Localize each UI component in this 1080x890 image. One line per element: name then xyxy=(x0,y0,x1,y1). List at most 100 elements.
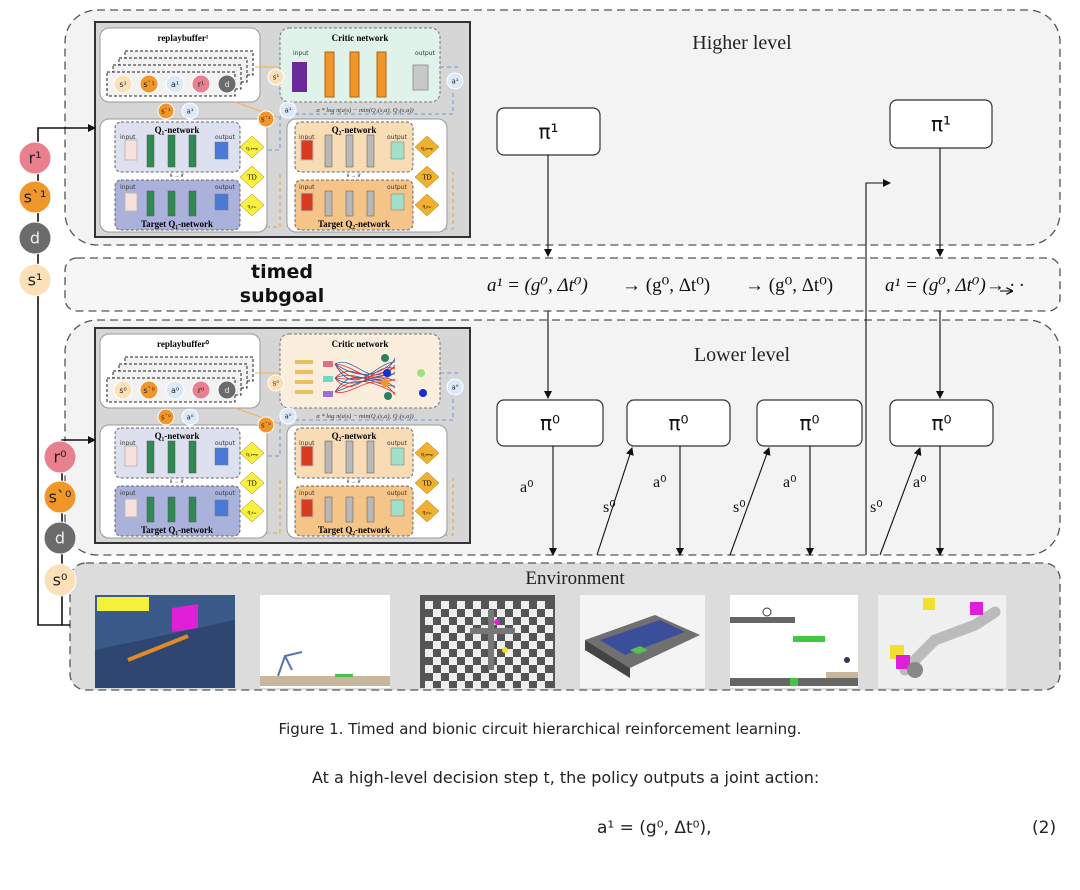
checker-tile xyxy=(537,601,545,609)
critic-input-label: input xyxy=(293,50,309,57)
env-image-ant-maze xyxy=(420,595,555,689)
action-flow-line xyxy=(240,66,460,151)
q2-output-label: output xyxy=(387,184,407,191)
checker-tile xyxy=(433,657,441,665)
q1-input-label: input xyxy=(120,440,136,447)
lower-transition-next-state xyxy=(43,480,77,514)
buffer-item xyxy=(191,380,211,400)
checker-tile xyxy=(433,641,441,649)
checker-tile xyxy=(505,649,513,657)
entropy-objective-formula: α * log π(a|s) − min(Q₁(s,a), Q₂(s,a)) xyxy=(316,413,413,420)
q1-hidden-layer xyxy=(167,440,176,474)
checker-tile xyxy=(425,665,433,673)
pi0-policy-box-3-label: π⁰ xyxy=(799,411,819,435)
q2-q-temp-label: q₂ₜₘₚ xyxy=(421,146,434,152)
timed-subgoal-label-line1: timed xyxy=(251,261,313,283)
q1-output-layer xyxy=(214,141,229,160)
higher-transition-reward xyxy=(18,141,52,175)
checker-tile xyxy=(457,681,465,689)
critic-network-title: Critic network xyxy=(332,339,389,349)
q2-output-layer xyxy=(390,447,405,466)
q2-next-state-input-label: s`¹ xyxy=(261,115,271,123)
q2-q-target-label: q₂ₜₐᵣ xyxy=(422,510,432,516)
subgoal-equation-3: → (g⁰, Δt⁰) xyxy=(745,275,833,296)
q2-soft-update-label: θ → θ' xyxy=(347,173,362,179)
higher-transition-state xyxy=(18,263,52,297)
q2-input-label: input xyxy=(299,440,315,447)
checker-tile xyxy=(537,633,545,641)
buffer-item xyxy=(165,74,185,94)
checker-tile xyxy=(425,681,433,689)
q2-target-network-box xyxy=(294,485,414,537)
checker-tile xyxy=(441,681,449,689)
buffer-item-label: a¹ xyxy=(171,80,179,89)
q1-hidden-layer xyxy=(188,496,197,523)
q1-output-label: output xyxy=(215,184,235,191)
q2-input-layer xyxy=(300,139,314,161)
q1-td-diamond xyxy=(239,471,265,495)
q1-target-network-title: Target Q₁-network xyxy=(141,525,213,535)
checker-tile xyxy=(449,673,457,681)
circuit-neuron xyxy=(323,361,333,367)
checker-tile xyxy=(497,657,505,665)
q2-target-network-title: Target Q₂-network xyxy=(318,219,390,229)
checker-tile xyxy=(505,633,513,641)
critic-network-box xyxy=(279,27,441,103)
q1-hidden-layer xyxy=(167,190,176,217)
checker-tile xyxy=(481,673,489,681)
environment-title: Environment xyxy=(525,568,625,589)
circuit-input xyxy=(295,380,313,384)
critic-hidden-layer xyxy=(376,51,387,98)
buffer-item xyxy=(139,380,159,400)
q2-input-layer xyxy=(300,498,314,518)
q1-output-label: output xyxy=(215,134,235,141)
q1-action-input xyxy=(181,102,199,120)
timed-subgoal-label-line2: subgoal xyxy=(240,285,324,307)
pi0-policy-box-4-label: π⁰ xyxy=(931,411,951,435)
buffer-item xyxy=(217,380,237,400)
pi0-policy-box-1-label: π⁰ xyxy=(540,411,560,435)
circuit-connection xyxy=(334,380,396,394)
checker-tile xyxy=(537,681,545,689)
checker-tile xyxy=(465,673,473,681)
q1-q-temp-diamond xyxy=(239,135,265,159)
q1-input-label: input xyxy=(120,134,136,141)
circuit-connection xyxy=(334,377,396,389)
lower-transition-next-state-label: s`⁰ xyxy=(49,488,72,507)
higher-transition-done xyxy=(18,221,52,255)
q1-q-temp-diamond xyxy=(239,441,265,465)
lower-transition-state-label: s⁰ xyxy=(53,571,68,590)
q2-network-box xyxy=(294,427,414,479)
q2-network-title: Q₂-network xyxy=(332,125,377,135)
q1-output-label: output xyxy=(215,490,235,497)
q2-output-layer xyxy=(390,193,405,211)
q2-q-target-diamond xyxy=(414,193,440,217)
q1-q-target-diamond xyxy=(239,499,265,523)
checker-tile xyxy=(441,649,449,657)
figure-caption: Figure 1. Timed and bionic circuit hiera… xyxy=(278,720,802,738)
checker-tile xyxy=(521,633,529,641)
q2-input-label: input xyxy=(299,490,315,497)
subgoal-equation-1: a¹ = (g⁰, Δt⁰) xyxy=(487,275,588,296)
q2-next-state-input xyxy=(257,416,275,434)
checker-tile xyxy=(489,601,497,609)
higher-level-title: Higher level xyxy=(692,32,792,54)
circuit-input xyxy=(295,390,313,394)
checker-tile xyxy=(465,641,473,649)
q1-target-network-title: Target Q₁-network xyxy=(141,219,213,229)
env-image-robot-arm xyxy=(878,595,1006,688)
q1-td-label: TD xyxy=(247,480,256,488)
circuit-connection xyxy=(334,359,396,375)
q1-soft-update-label: θ → θ' xyxy=(170,173,185,179)
q2-q-temp-diamond xyxy=(414,441,440,465)
subgoal-equation-2: → (g⁰, Δt⁰) xyxy=(622,275,710,296)
checker-tile xyxy=(465,625,473,633)
checker-tile xyxy=(521,649,529,657)
higher-transition-next-state xyxy=(18,180,52,214)
q2-next-state-input xyxy=(257,110,275,128)
timed-subgoal-panel xyxy=(64,257,1061,312)
checker-tile xyxy=(545,625,553,633)
